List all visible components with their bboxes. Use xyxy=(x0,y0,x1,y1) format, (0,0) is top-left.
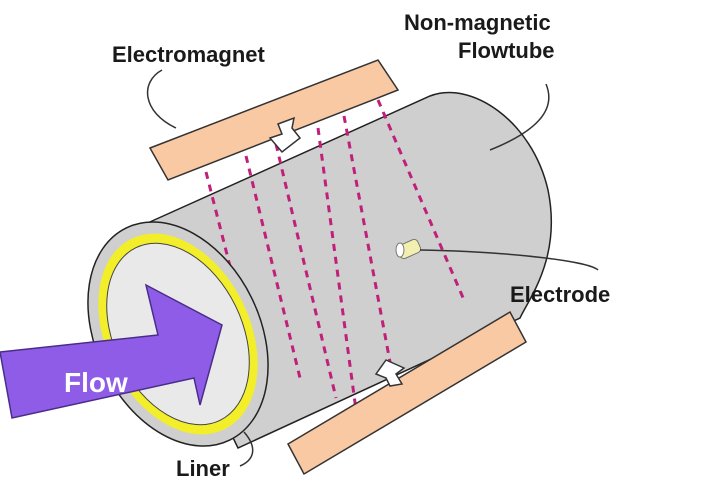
flowtube-label-line2: Flowtube xyxy=(458,38,555,63)
flowtube-label-line1: Non-magnetic xyxy=(404,10,551,35)
liner-label: Liner xyxy=(176,456,230,481)
bottom-electromagnet xyxy=(287,310,527,476)
flow-arrow-icon xyxy=(0,283,223,419)
flowtube-leader xyxy=(489,83,550,151)
flow-label: Flow xyxy=(64,367,128,398)
electrode xyxy=(395,238,422,260)
field-line-5 xyxy=(342,115,398,395)
electrode-leader xyxy=(419,249,599,271)
electromagnet-label: Electromagnet xyxy=(112,42,265,67)
top-electromagnet xyxy=(148,59,400,181)
down-arrow-icon xyxy=(268,116,302,154)
liner-leader xyxy=(239,431,254,467)
electromagnet-leader xyxy=(146,69,177,129)
electrode-label: Electrode xyxy=(510,282,610,307)
up-arrow-icon xyxy=(374,359,406,387)
field-line-3 xyxy=(274,143,338,399)
electrode-cap xyxy=(395,242,405,258)
field-line-4 xyxy=(316,127,358,411)
magnetic-field-lines xyxy=(204,99,466,411)
field-line-6 xyxy=(376,99,466,301)
